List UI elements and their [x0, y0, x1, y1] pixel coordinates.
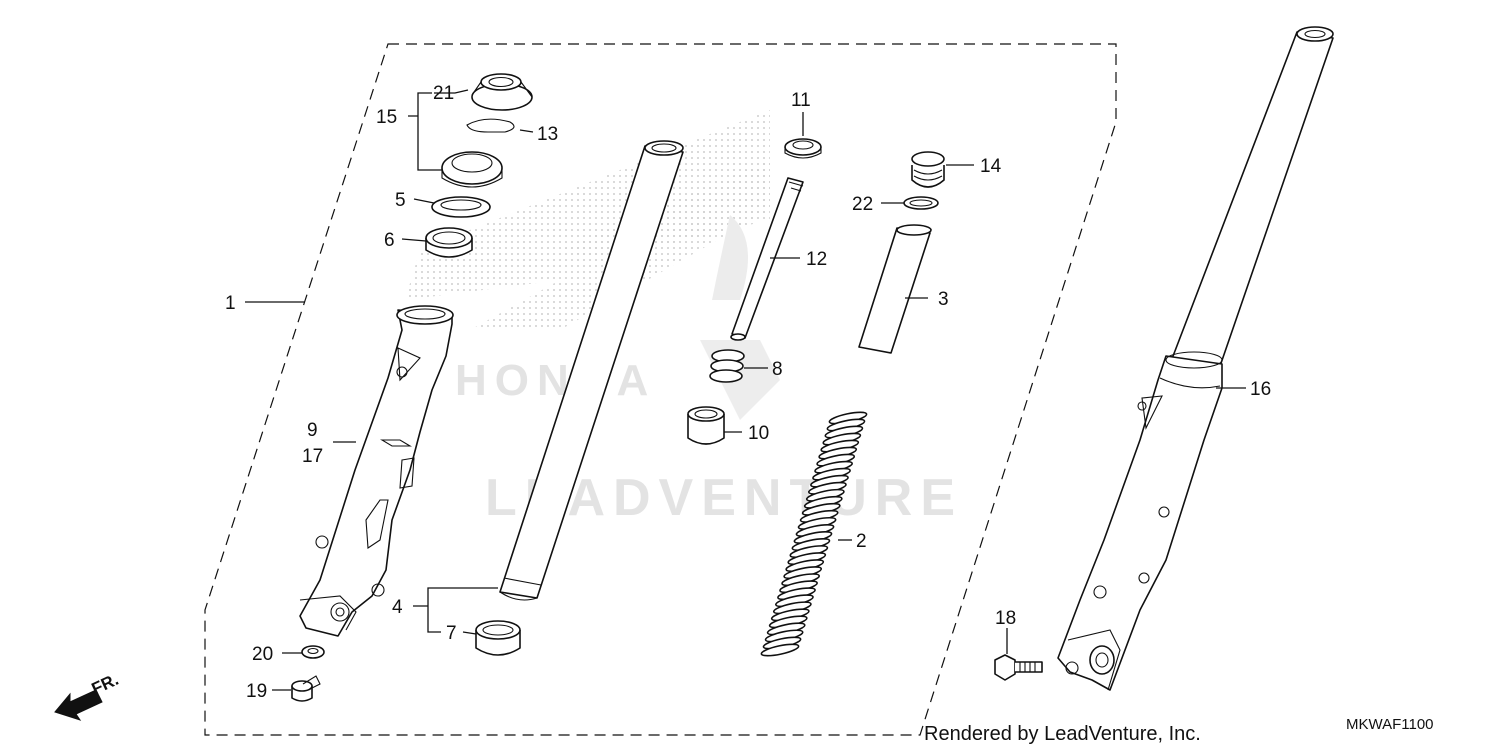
callout-1: 1: [225, 293, 236, 314]
callout-17: 17: [302, 446, 323, 467]
dust-seal[interactable]: [471, 73, 533, 111]
callout-14: 14: [980, 156, 1002, 177]
watermark-brand: HONDA: [455, 356, 656, 405]
rebound-spring[interactable]: [709, 349, 745, 383]
render-credit: Rendered by LeadVenture, Inc.: [924, 723, 1201, 745]
callout-11: 11: [791, 90, 811, 111]
collar[interactable]: [687, 406, 725, 445]
callout-15: 15: [376, 107, 397, 128]
callout-3: 3: [938, 289, 949, 310]
fork-pipe[interactable]: [499, 140, 684, 601]
callout-10: 10: [748, 423, 769, 444]
callout-16: 16: [1250, 379, 1271, 400]
o-ring[interactable]: [903, 196, 939, 210]
slide-bush[interactable]: [475, 620, 521, 656]
fork-bush[interactable]: [425, 227, 473, 258]
piston-rod[interactable]: [730, 177, 804, 341]
callout-7: 7: [446, 623, 457, 644]
sealing-washer[interactable]: [301, 645, 325, 659]
stopper-ring[interactable]: [466, 118, 515, 133]
callout-6: 6: [384, 230, 395, 251]
fork-spring[interactable]: [760, 410, 868, 658]
diagram-code: MKWAF1100: [1346, 716, 1434, 733]
front-direction-indicator: FR.: [54, 670, 122, 721]
callout-9: 9: [307, 420, 318, 441]
spacer-tube[interactable]: [858, 224, 932, 354]
callout-19: 19: [246, 681, 267, 702]
fork-bolt[interactable]: [911, 151, 945, 188]
bottom-case-left[interactable]: [299, 305, 454, 637]
fork-assembly-right[interactable]: [1057, 26, 1334, 691]
flange-bolt[interactable]: [994, 654, 1043, 681]
callout-4: 4: [392, 597, 403, 618]
piston-washer[interactable]: [784, 138, 822, 159]
callout-labels: 1 2 3 4 5 6 7 8 9 10 11 12 13 14 15 16 1…: [225, 83, 1271, 702]
spring-coil: [760, 643, 800, 657]
callout-2: 2: [856, 531, 867, 552]
oil-seal[interactable]: [441, 151, 503, 188]
callout-20: 20: [252, 644, 273, 665]
assembly-frame: [204, 43, 1117, 736]
back-up-ring[interactable]: [431, 196, 491, 218]
socket-bolt[interactable]: [291, 675, 321, 702]
callout-22: 22: [852, 194, 873, 215]
callout-12: 12: [806, 249, 827, 270]
callout-13: 13: [537, 124, 558, 145]
leader-lines: [245, 89, 1246, 691]
front-arrow-icon: [54, 689, 103, 721]
callout-5: 5: [395, 190, 406, 211]
callout-8: 8: [772, 359, 783, 380]
callout-18: 18: [995, 608, 1016, 629]
callout-21: 21: [433, 83, 454, 104]
